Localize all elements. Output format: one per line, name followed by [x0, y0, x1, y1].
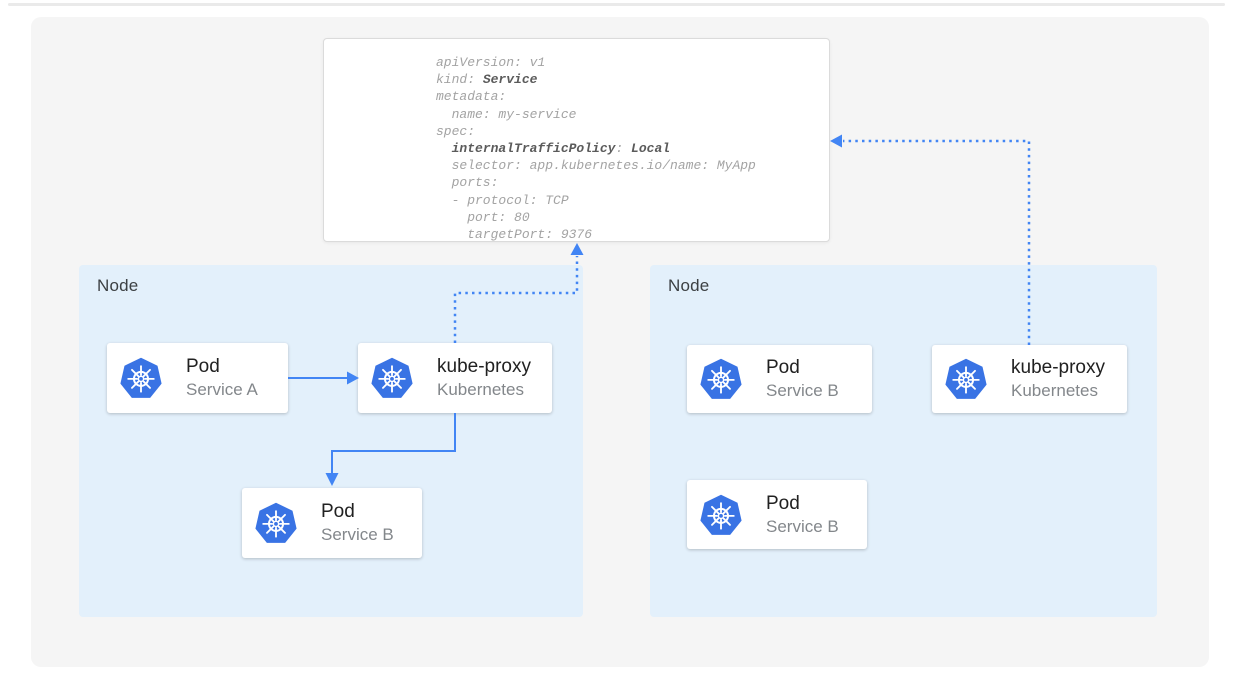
yaml-line: selector: app.kubernetes.io/name: MyApp — [436, 158, 756, 174]
kubernetes-icon — [254, 501, 298, 545]
kubernetes-icon — [119, 356, 163, 400]
card-title: kube-proxy — [1011, 357, 1105, 378]
pod-card-service-b-right-lower: Pod Service B — [687, 480, 867, 549]
card-subtitle: Service B — [766, 516, 839, 536]
pod-card-service-b-right-upper: Pod Service B — [687, 345, 872, 413]
kubernetes-icon — [944, 357, 988, 401]
node-left: Node — [79, 265, 583, 617]
card-title: Pod — [321, 501, 355, 522]
yaml-line: metadata: — [436, 89, 507, 105]
yaml-line: targetPort: 9376 — [436, 227, 593, 243]
pod-card-service-b-left: Pod Service B — [242, 488, 422, 558]
card-subtitle: Kubernetes — [1011, 381, 1098, 400]
node-label: Node — [97, 276, 139, 295]
kube-proxy-card-left: kube-proxy Kubernetes — [358, 343, 552, 413]
yaml-line: port: 80 — [436, 209, 530, 225]
yaml-line: name: my-service — [436, 106, 577, 122]
yaml-line: - protocol: TCP — [436, 192, 569, 208]
card-subtitle: Service B — [766, 381, 839, 400]
yaml-line: apiVersion: v1 — [436, 55, 546, 70]
card-title: Pod — [186, 356, 220, 377]
card-title: kube-proxy — [437, 356, 531, 377]
kubernetes-icon — [370, 356, 414, 400]
node-right: Node — [650, 265, 1157, 617]
card-subtitle: Service B — [321, 525, 394, 544]
yaml-line: internalTrafficPolicy: Local — [451, 141, 671, 157]
top-divider — [8, 3, 1225, 6]
kube-proxy-card-right: kube-proxy Kubernetes — [932, 345, 1127, 413]
card-subtitle: Service A — [186, 380, 258, 399]
card-title: Pod — [766, 357, 800, 378]
card-subtitle: Kubernetes — [437, 380, 524, 399]
card-title: Pod — [766, 492, 800, 514]
node-label: Node — [668, 276, 710, 295]
yaml-line: spec: — [436, 123, 476, 139]
kubernetes-icon — [699, 493, 743, 537]
yaml-line: kind: Service — [436, 72, 538, 88]
yaml-line: ports: — [436, 175, 499, 191]
kubernetes-icon — [699, 357, 743, 401]
pod-card-service-a: Pod Service A — [107, 343, 288, 413]
